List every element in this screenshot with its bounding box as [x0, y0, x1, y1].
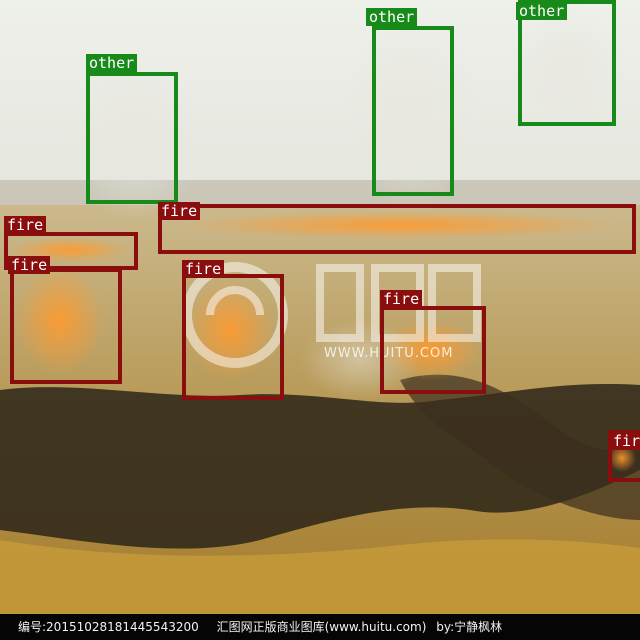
detection-label-edge: fir — [610, 432, 640, 450]
detection-label-fire: fire — [4, 216, 47, 234]
detection-label-fire: fire — [182, 260, 225, 278]
detection-box-fire — [10, 268, 122, 384]
detection-box-other — [372, 26, 454, 196]
caption-site: 汇图网正版商业图库(www.huitu.com) — [216, 620, 427, 634]
detection-box-other — [86, 72, 178, 204]
caption-id-label: 编号: — [18, 620, 47, 634]
detection-label-fire: fire — [380, 290, 423, 308]
detection-box-fire — [380, 306, 486, 394]
caption-author: by:宁静枫林 — [436, 620, 503, 634]
detection-label-fire: fire — [158, 202, 201, 220]
detection-box-edge — [608, 430, 640, 482]
caption-id-value: 20151028181445543200 — [46, 620, 199, 634]
detection-label-other: other — [366, 8, 418, 26]
caption-bar: 编号:20151028181445543200 汇图网正版商业图库(www.hu… — [0, 614, 640, 640]
detection-label-other: other — [86, 54, 138, 72]
detection-label-fire: fire — [8, 256, 51, 274]
detection-box-fire — [158, 204, 636, 254]
detection-box-fire — [182, 274, 284, 400]
watermark-url: WWW.HUITU.COM — [324, 346, 454, 361]
detection-label-other: other — [516, 2, 568, 20]
